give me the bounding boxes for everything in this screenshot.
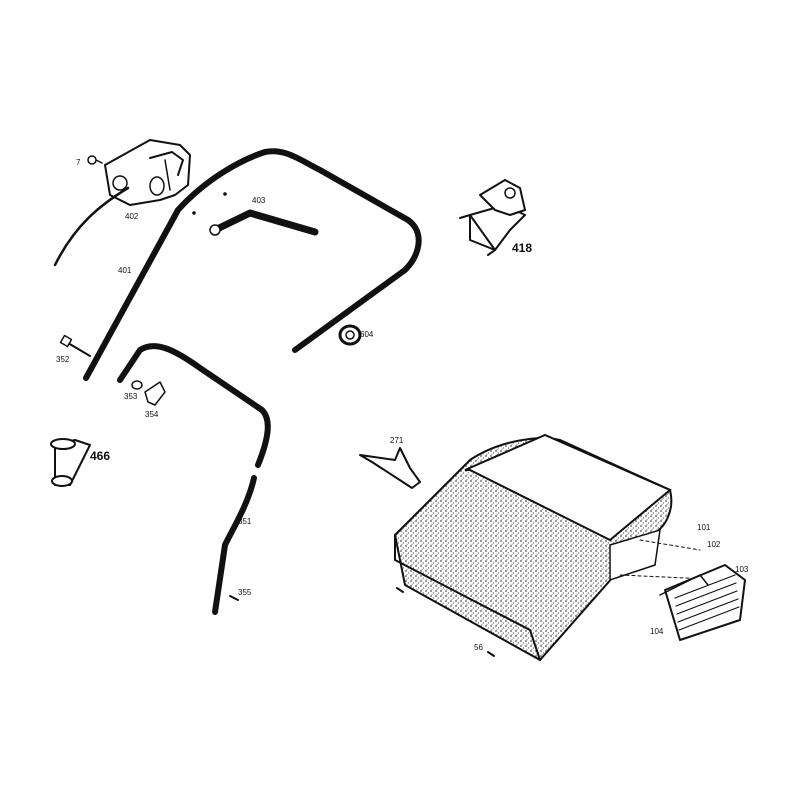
label-104: 104 <box>650 627 664 636</box>
label-401: 401 <box>118 266 132 275</box>
bolt-352 <box>59 334 91 357</box>
label-402: 402 <box>125 212 139 221</box>
mower-housing-101 <box>393 433 731 662</box>
screw-355 <box>229 595 239 601</box>
flap-102 <box>659 574 709 596</box>
bracket-418 <box>459 179 526 256</box>
label-351: 351 <box>238 517 252 526</box>
label-271: 271 <box>390 436 404 445</box>
washer-353 <box>131 380 143 390</box>
label-103: 103 <box>735 565 749 574</box>
label-418: 418 <box>512 241 532 255</box>
screw-7 <box>87 155 103 165</box>
lower-handle-351 <box>117 343 271 615</box>
grip-466 <box>50 438 91 487</box>
label-352: 352 <box>56 355 70 364</box>
screw-56 <box>487 651 495 657</box>
screw-left <box>396 587 404 593</box>
label-604: 604 <box>360 330 374 339</box>
blade-271 <box>359 447 421 489</box>
label-354: 354 <box>145 410 159 419</box>
cable <box>53 186 130 267</box>
label-101: 101 <box>697 523 711 532</box>
grille-103 <box>664 564 746 641</box>
upper-handle-401 <box>83 148 422 381</box>
wing-nut-354 <box>144 381 166 406</box>
label-355: 355 <box>238 588 252 597</box>
label-403: 403 <box>252 196 266 205</box>
label-353: 353 <box>124 392 138 401</box>
lever-403 <box>209 209 319 236</box>
label-56: 56 <box>474 643 483 652</box>
washer-604 <box>338 324 362 346</box>
label-102: 102 <box>707 540 721 549</box>
label-466: 466 <box>90 449 110 463</box>
label-7: 7 <box>76 158 81 167</box>
